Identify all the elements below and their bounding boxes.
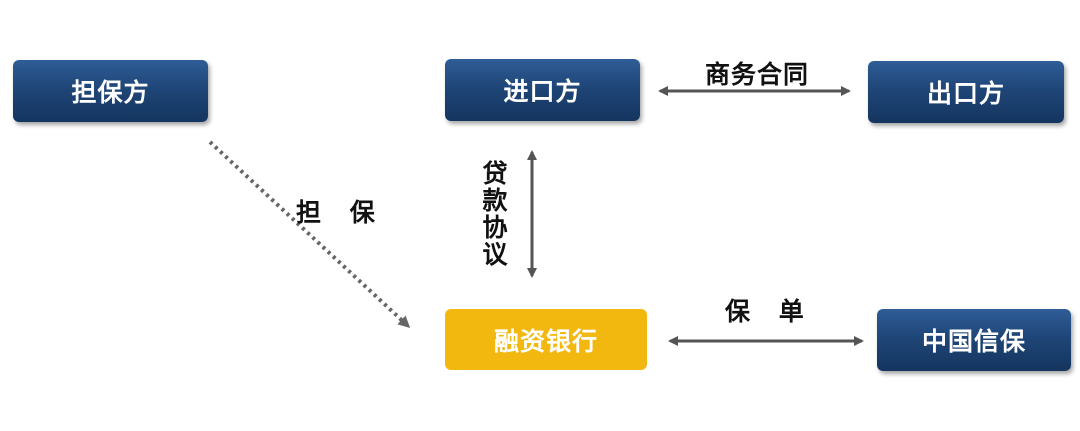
node-importer: 进口方: [445, 59, 640, 121]
edge-label-contract: 商务合同: [705, 60, 810, 89]
node-financing-bank: 融资银行: [445, 309, 647, 370]
edge-label-loan-agreement: 贷款协议: [479, 160, 508, 268]
node-exporter: 出口方: [868, 61, 1064, 123]
node-sinosure: 中国信保: [877, 309, 1071, 371]
guarantee-dotted-arrow: [208, 140, 411, 329]
edge-label-guarantee: 担 保: [296, 198, 385, 227]
edge-label-policy: 保 单: [725, 297, 814, 326]
node-guarantor: 担保方: [13, 60, 208, 122]
